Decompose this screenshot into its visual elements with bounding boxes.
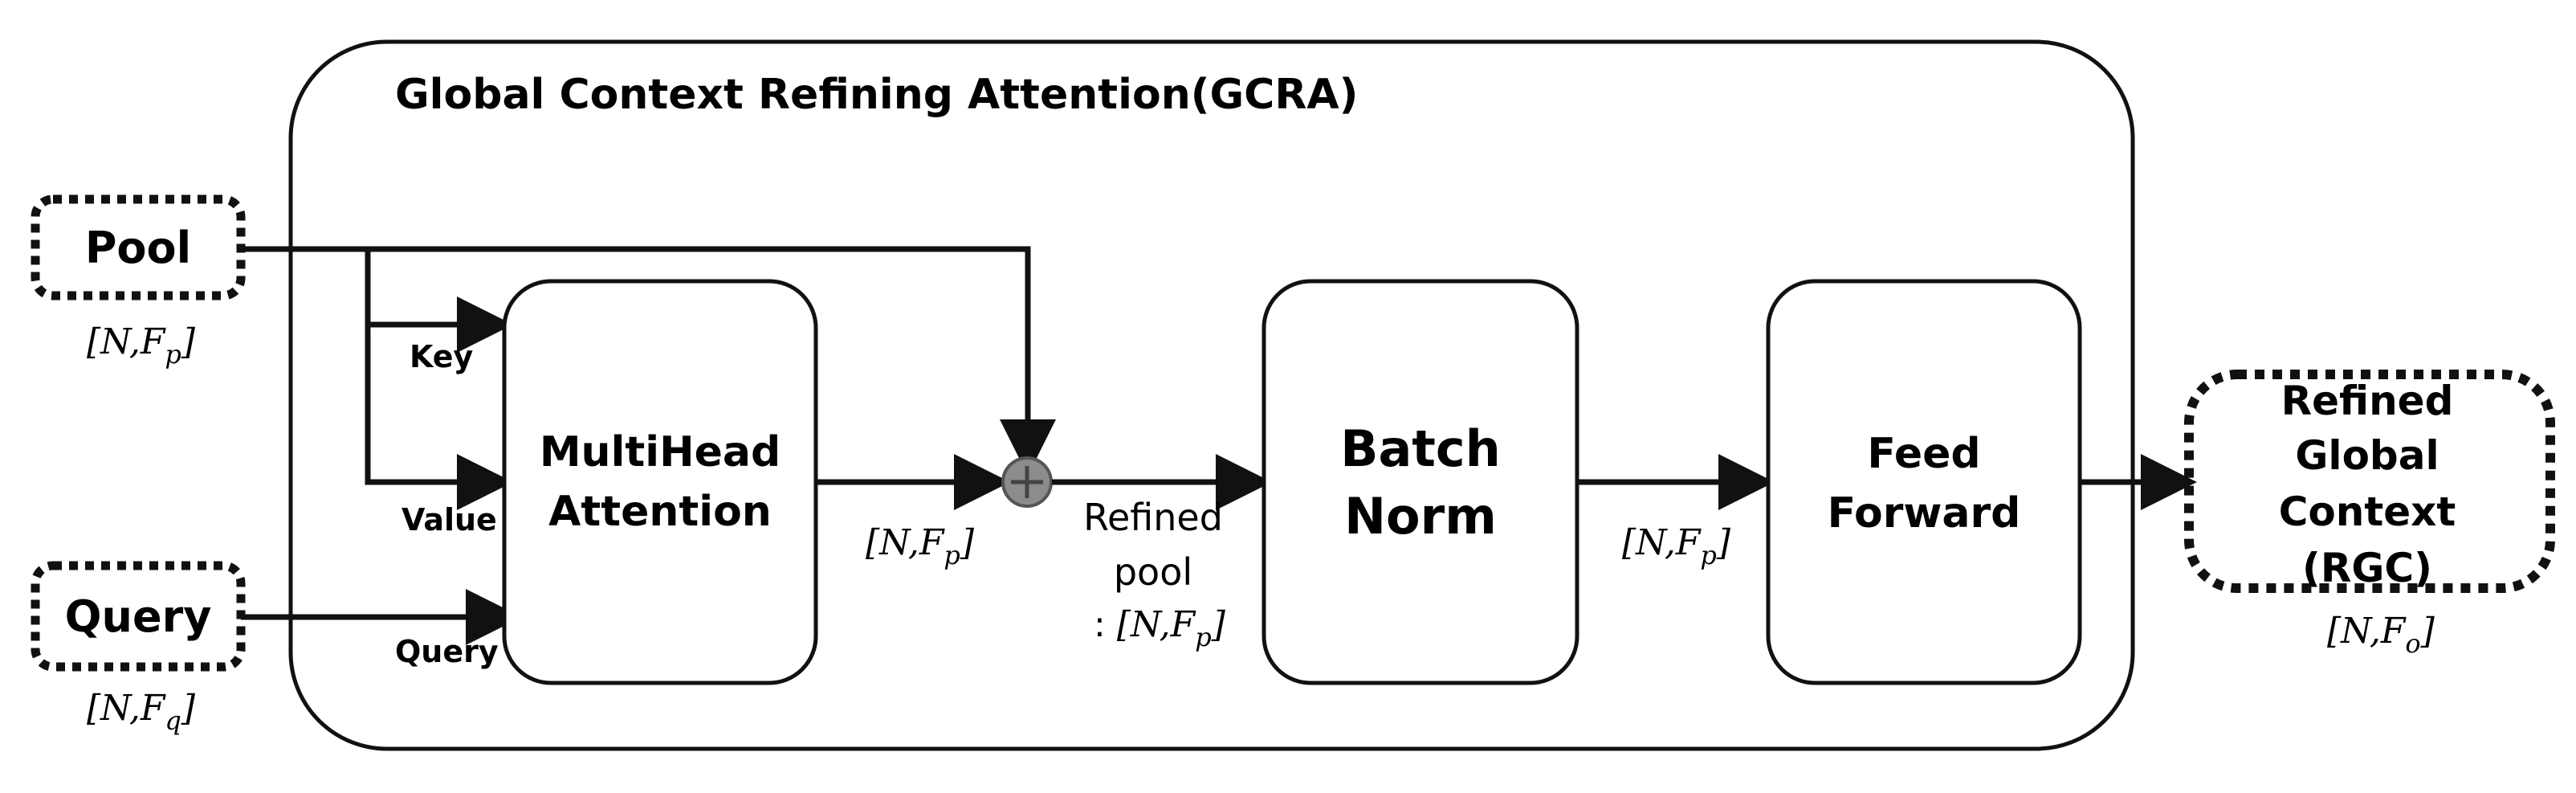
feed-forward-label-2: Forward [1828,489,2021,538]
feed-forward-block[interactable] [1766,279,2082,685]
refined-pool-shape: : [N,Fp] [1094,604,1226,652]
query-input-shape: [N,Fq] [87,688,196,736]
multihead-attention-label: MultiHead [540,428,781,476]
rgc-output-label-3: Context [2279,488,2456,535]
rgc-output-label-1: Refined [2281,378,2454,424]
rgc-output-label-2: Global [2295,432,2439,479]
multihead-attention-block[interactable] [502,279,818,685]
pool-input-shape: [N,Fp] [87,321,196,370]
query-edge-label: Query [395,634,499,669]
value-edge-label: Value [401,502,497,538]
query-input-label: Query [65,591,212,642]
batchnorm-output-shape: [N,Fp] [1622,522,1731,570]
residual-add-node [1001,456,1053,508]
rgc-output-label-4: (RGC) [2302,545,2432,591]
rgc-output-box[interactable] [2184,370,2555,593]
gcra-container [288,39,2135,751]
pool-to-key-edge [365,249,513,353]
batch-norm-label-2: Norm [1344,487,1497,546]
batch-norm-label-1: Batch [1340,419,1501,478]
pool-to-value-edge [365,325,513,510]
rgc-output-shape: [N,Fo] [2327,611,2435,659]
batch-norm-block[interactable] [1262,279,1579,685]
multihead-attention-label-2: Attention [548,488,772,536]
key-edge-label: Key [410,339,474,374]
pool-to-add-edge [241,246,1056,476]
gcra-title: Global Context Refining Attention(GCRA) [395,71,1358,119]
feed-forward-label-1: Feed [1867,430,1980,478]
pool-input-label: Pool [85,223,191,273]
refined-pool-label-2: pool [1114,550,1192,594]
refined-pool-label-1: Refined [1083,496,1223,539]
mha-output-shape: [N,Fp] [866,522,975,570]
